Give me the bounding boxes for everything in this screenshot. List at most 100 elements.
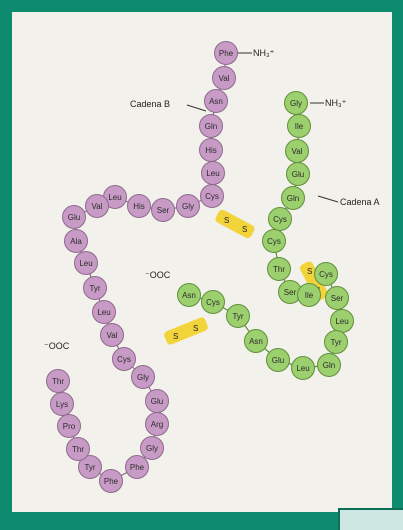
corner-caption-box <box>338 508 403 530</box>
chain-b-residue-label: Asn <box>209 97 223 106</box>
chain-b-residue: Val <box>213 67 236 90</box>
chain-a-residue-label: Thr <box>273 265 285 274</box>
chain-b-residue-label: Phe <box>104 477 119 486</box>
chain-a-residue: Ile <box>298 284 321 307</box>
chain-b-residue-label: Pro <box>63 422 76 431</box>
chain-b-residue-label: Leu <box>108 193 121 202</box>
disulfide-bridge-1: S S <box>214 208 256 239</box>
chain-b-residue: Gly <box>177 195 200 218</box>
chain-a-residue: Gly <box>285 92 308 115</box>
chain-b-residue-label: Gly <box>146 444 158 453</box>
chain-b-label: Cadena B <box>130 99 170 109</box>
chain-a-residue: Cys <box>202 291 225 314</box>
chain-a-residue-label: Gln <box>323 361 335 370</box>
chain-b-residue-label: Leu <box>206 169 219 178</box>
chain-a-residue: Gln <box>282 187 305 210</box>
chain-a-residue: Leu <box>331 310 354 333</box>
chain-b-residue-label: Thr <box>72 445 84 454</box>
chain-b-residue: Phe <box>126 456 149 479</box>
chain-a-residue: Ser <box>326 287 349 310</box>
chain-b-residue: Leu <box>75 252 98 275</box>
sulfur-label: S <box>307 267 312 276</box>
chain-b-residue-label: Val <box>107 331 118 340</box>
chain-b-residue: Phe <box>100 470 123 493</box>
chain-a-residue-label: Ile <box>295 122 304 131</box>
chain-a-residue: Tyr <box>227 305 250 328</box>
chain-a-residue-label: Glu <box>272 356 284 365</box>
chain-b-residue: Glu <box>146 390 169 413</box>
chain-b-residue-label: Tyr <box>84 463 95 472</box>
chain-b-residue: Ala <box>65 230 88 253</box>
chain-b-residue-label: Gly <box>182 202 194 211</box>
chain-b-residue: Gly <box>132 366 155 389</box>
chain-a-residue-label: Asn <box>182 291 196 300</box>
chain-b-residue: Pro <box>58 415 81 438</box>
diagram-paper: S S S S S S PheValAsnGlnHisLeuCysGlySerH… <box>12 12 392 512</box>
chain-a-residue-label: Tyr <box>330 338 341 347</box>
disulfide-bridge-3: S S <box>163 316 209 345</box>
chain-a-residue: Asn <box>178 284 201 307</box>
chain-b-residue-label: Ser <box>157 206 170 215</box>
chain-a-residue-label: Cys <box>206 298 220 307</box>
chain-b-residue-label: Phe <box>219 49 234 58</box>
chain-a-residue-label: Ser <box>284 288 297 297</box>
sulfur-label: S <box>224 216 229 225</box>
chain-b-residue: Lys <box>51 393 74 416</box>
chain-a-c-terminus: ⁻OOC <box>145 270 171 280</box>
chain-a-residue: Leu <box>292 357 315 380</box>
chain-a-residue-label: Cys <box>273 215 287 224</box>
chain-b-residue-label: Lys <box>56 400 68 409</box>
chain-b-residue-label: Thr <box>52 377 64 386</box>
chain-b-residue-label: His <box>133 202 145 211</box>
chain-b-residue: Thr <box>47 370 70 393</box>
chain-b-residue-label: Arg <box>151 420 163 429</box>
chain-b-residue: Gln <box>200 115 223 138</box>
chain-a-residue-label: Tyr <box>232 312 243 321</box>
chain-b-residue: Glu <box>63 206 86 229</box>
chain-b-residue-label: Val <box>92 202 103 211</box>
chain-b-residue: Ser <box>152 199 175 222</box>
chain-b-residue: Leu <box>93 301 116 324</box>
chain-b-residue-label: Val <box>219 74 230 83</box>
chain-a-residue: Val <box>286 140 309 163</box>
chain-b-residue: Thr <box>67 438 90 461</box>
chain-b-residue: Asn <box>205 90 228 113</box>
chain-a-residue: Ile <box>288 115 311 138</box>
chain-b-residue: Gly <box>141 437 164 460</box>
chain-b-residue-label: Leu <box>79 259 92 268</box>
chain-a-residue: Glu <box>287 163 310 186</box>
chain-a-residue-label: Leu <box>296 364 309 373</box>
chain-b-residue-label: Cys <box>205 192 219 201</box>
chain-b-residue-label: Gln <box>205 122 217 131</box>
chain-a-residue: Gln <box>318 354 341 377</box>
chain-a-residue: Tyr <box>325 331 348 354</box>
chain-a-residue: Thr <box>268 258 291 281</box>
chain-b-residue: Leu <box>202 162 225 185</box>
chain-a-residue: Glu <box>267 349 290 372</box>
chain-b-residue: His <box>128 195 151 218</box>
chain-b-residue-label: Leu <box>97 308 110 317</box>
chain-a-residue: Asn <box>245 330 268 353</box>
chain-b-residues: PheValAsnGlnHisLeuCysGlySerHisLeuValGluA… <box>47 42 238 493</box>
chain-a-residue-label: Gly <box>290 99 302 108</box>
chain-b-residue: Arg <box>146 413 169 436</box>
sulfur-label: S <box>193 324 198 333</box>
chain-b-c-terminus: ⁻OOC <box>44 341 70 351</box>
chain-b-residue: His <box>200 139 223 162</box>
chain-a-residue: Cys <box>269 208 292 231</box>
chain-a-residue: Cys <box>263 230 286 253</box>
chain-b-residue-label: Tyr <box>89 284 100 293</box>
chain-a-residue-label: Glu <box>292 170 304 179</box>
chain-a-residue-label: Leu <box>335 317 348 326</box>
chain-a-residue-label: Val <box>292 147 303 156</box>
chain-a-residue-label: Ser <box>331 294 344 303</box>
chain-b-residue: Val <box>101 324 124 347</box>
chain-b-residue-label: Gly <box>137 373 149 382</box>
chain-a-residue: Cys <box>315 263 338 286</box>
chain-b-residue-label: His <box>205 146 217 155</box>
chain-a-residue-label: Ile <box>305 291 314 300</box>
chain-b-residue: Tyr <box>84 277 107 300</box>
chain-a-residue-label: Gln <box>287 194 299 203</box>
chain-a-residue-label: Cys <box>319 270 333 279</box>
chain-b-residue-label: Ala <box>70 237 82 246</box>
